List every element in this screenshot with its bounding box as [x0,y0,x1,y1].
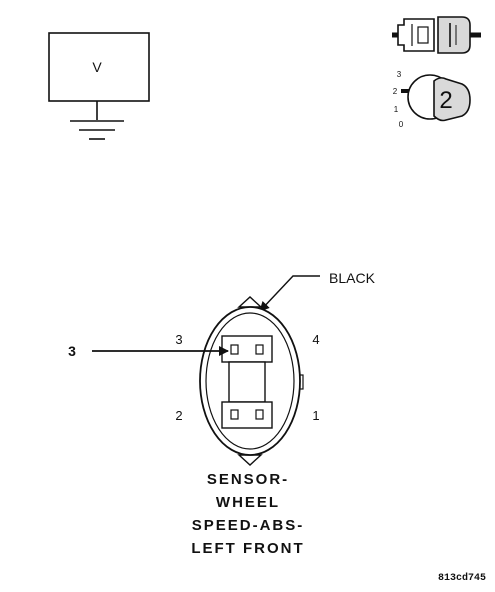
pin-number-1: 1 [312,408,319,423]
terminal-top-block [221,335,273,363]
pin-number-4: 4 [312,332,319,347]
terminal-middle-block [228,361,266,403]
connector-color-label: BLACK [329,270,376,286]
switch-position-2: 2 [393,87,398,96]
figure-id: 813cd745 [438,572,486,584]
switch-position-3: 3 [397,70,402,79]
connector-name-line-1: SENSOR- [207,471,289,488]
pin-number-2: 2 [175,408,182,423]
ignition-switch-icon: 3 2 1 0 2 [393,70,471,129]
pin-cavity-4 [255,344,264,355]
housing-inner [205,312,295,450]
voltmeter-label: V [92,59,102,75]
switch-position-1: 1 [394,105,399,114]
pin-cavity-2 [230,409,239,420]
housing-top-notch [237,296,263,308]
switch-badge: 2 [439,87,452,114]
pin-cavity-3 [230,344,239,355]
housing-bottom-notch [237,454,263,466]
pin-number-3: 3 [175,332,182,347]
connector-name-line-3: SPEED-ABS- [192,517,305,534]
connector-plug-icon [392,16,481,54]
voltmeter-symbol: V [48,32,150,140]
terminal-bottom-block [221,401,273,429]
connector-name-line-4: LEFT FRONT [191,540,304,557]
color-leader-line [259,275,320,312]
connector-name-line-2: WHEEL [216,494,280,511]
pin-cavity-1 [255,409,264,420]
voltmeter-box [48,32,150,102]
callout-number: 3 [68,343,76,359]
sensor-connector: BLACK 3 4 2 1 3 SENSOR- WHEEL SPEED-ABS-… [68,270,375,557]
ground-icon [70,120,124,140]
switch-position-0: 0 [399,120,404,129]
